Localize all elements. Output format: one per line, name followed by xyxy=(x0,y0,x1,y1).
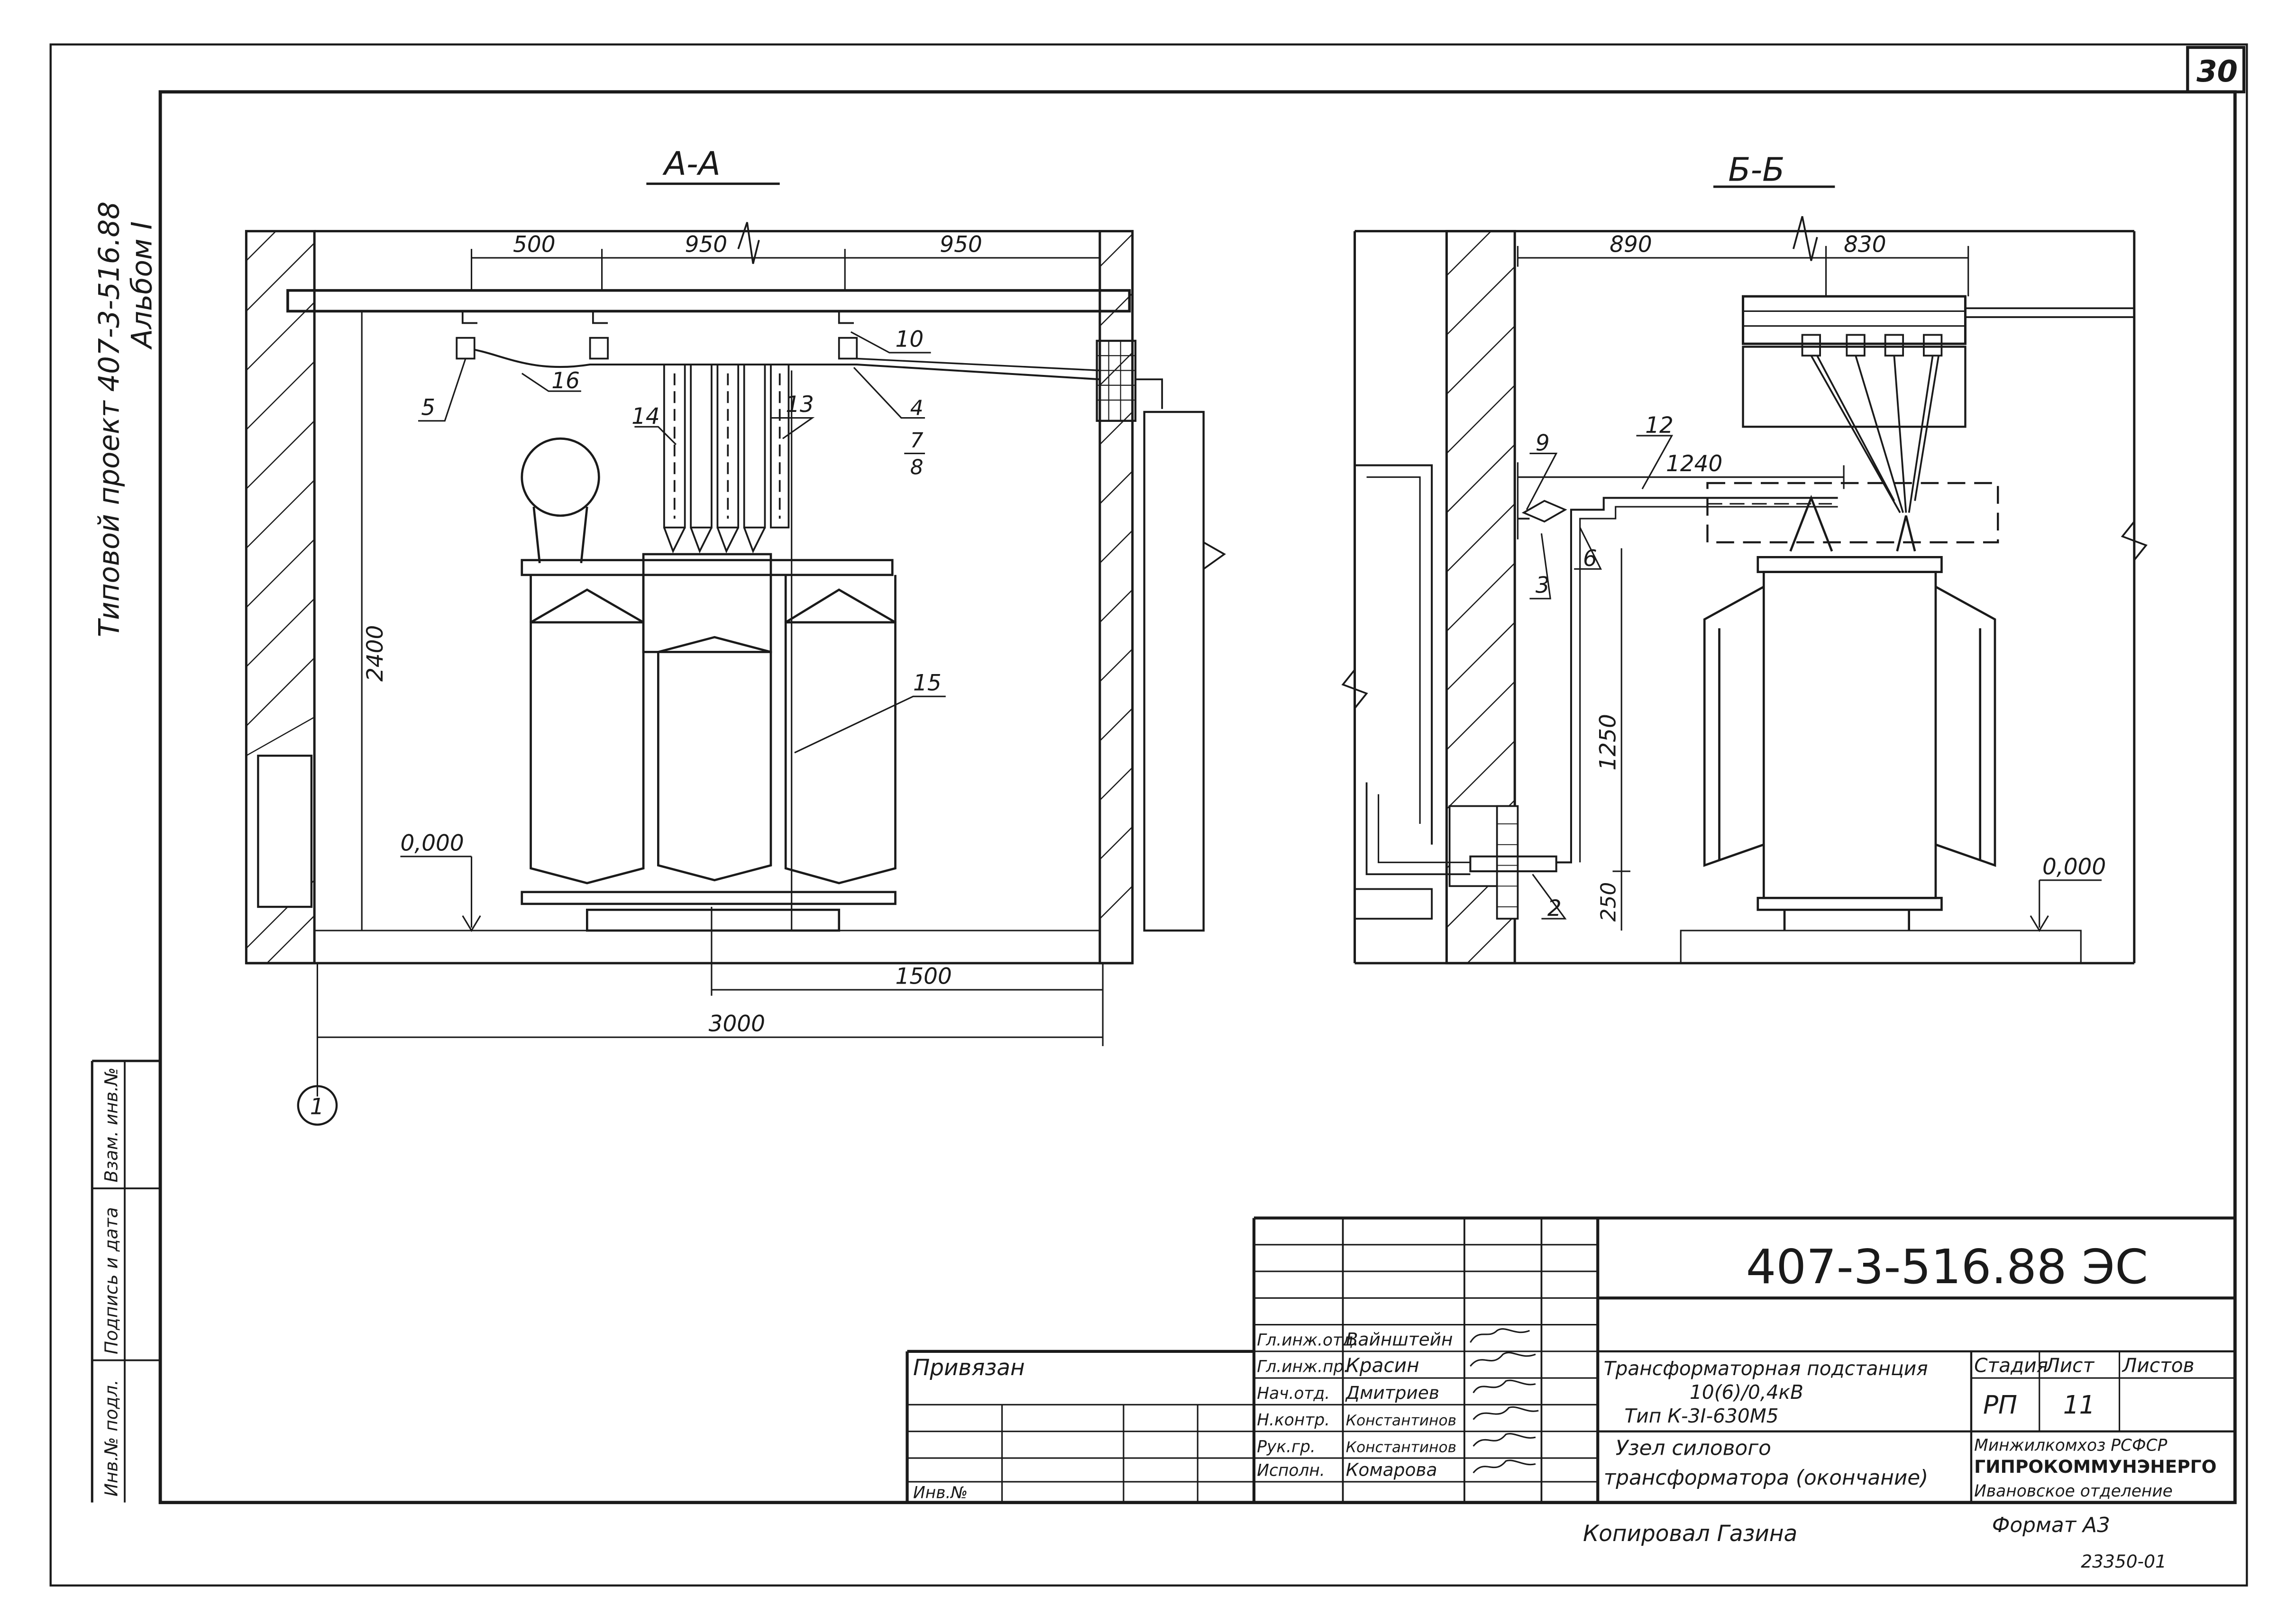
archive-number: 23350-01 xyxy=(2081,1551,2167,1572)
stage-header: Стадия xyxy=(1974,1354,2048,1377)
desc-line-5: трансформатора (окончание) xyxy=(1604,1466,1929,1490)
sheet-number: 30 xyxy=(2196,54,2238,89)
org-line-1: Минжилкомхоз РСФСР xyxy=(1974,1436,2167,1455)
name-6: Комарова xyxy=(1346,1459,1437,1480)
level-bb: 0,000 xyxy=(2042,854,2106,880)
section-aa: А-А 500 950 xyxy=(245,145,1226,1126)
sheet-header: Лист xyxy=(2044,1354,2095,1377)
name-1: Вайнштейн xyxy=(1346,1329,1453,1350)
callout-5: 5 xyxy=(421,394,435,420)
callout-13: 13 xyxy=(786,392,814,418)
drawing-code: 407-3-516.88 ЭС xyxy=(1746,1239,2148,1295)
role-2: Гл.инж.пр. xyxy=(1257,1358,1349,1377)
role-6: Исполн. xyxy=(1257,1461,1325,1480)
sheet-frame xyxy=(49,43,2248,1587)
desc-line-1: Трансформаторная подстанция xyxy=(1604,1357,1928,1380)
section-aa-title: А-А xyxy=(662,145,721,183)
dim-aa-2400: 2400 xyxy=(362,625,388,682)
dim-aa-950-2: 950 xyxy=(940,231,982,257)
callout-2: 2 xyxy=(1547,895,1562,921)
copied-by: Копировал Газина xyxy=(1583,1521,1797,1547)
callout-16: 16 xyxy=(551,368,580,394)
dim-aa-500: 500 xyxy=(513,231,555,257)
transformer-aa xyxy=(521,370,896,932)
level-aa: 0,000 xyxy=(400,830,464,856)
callout-9: 9 xyxy=(1536,430,1550,456)
side-title-line-1: Типовой проект 407-3-516.88 xyxy=(93,201,126,637)
name-2: Красин xyxy=(1346,1354,1419,1377)
dim-aa-3000: 3000 xyxy=(709,1011,765,1037)
callout-8: 8 xyxy=(910,455,924,479)
desc-line-2: 10(6)/0,4кВ xyxy=(1690,1381,1803,1404)
sheet-value: 11 xyxy=(2063,1390,2095,1420)
dim-bb-250: 250 xyxy=(1597,882,1621,922)
dim-aa-1500: 1500 xyxy=(896,964,952,990)
dim-bb-1250: 1250 xyxy=(1595,714,1621,770)
title-block: 407-3-516.88 ЭС Привязан Инв.№ Гл.инж.от… xyxy=(906,1216,2235,1503)
stamp-vzam: Взам. инв.№ xyxy=(101,1067,121,1183)
name-3: Дмитриев xyxy=(1345,1382,1439,1403)
desc-line-4: Узел силового xyxy=(1616,1436,1771,1460)
side-title-line-2: Альбом I xyxy=(126,221,158,350)
callout-3: 3 xyxy=(1536,572,1550,598)
callout-7: 7 xyxy=(910,429,924,453)
section-bb: Б-Б xyxy=(1341,151,2148,965)
desc-line-3: Тип К-3I-630М5 xyxy=(1624,1405,1778,1427)
org-line-3: Ивановское отделение xyxy=(1974,1482,2173,1501)
inv-no-label: Инв.№ xyxy=(913,1483,968,1502)
callout-6: 6 xyxy=(1583,546,1597,572)
role-3: Нач.отд. xyxy=(1257,1384,1330,1403)
callout-4: 4 xyxy=(910,396,924,420)
callout-10: 10 xyxy=(896,326,924,352)
callout-15: 15 xyxy=(913,670,942,696)
signatures xyxy=(1470,1328,1539,1474)
name-5: Константинов xyxy=(1346,1439,1456,1456)
dim-bb-830: 830 xyxy=(1844,231,1886,257)
stamp-podpis: Подпись и дата xyxy=(101,1207,121,1354)
org-line-2: ГИПРОКОММУНЭНЕРГО xyxy=(1974,1456,2216,1477)
side-title: Типовой проект 407-3-516.88 Альбом I xyxy=(93,201,159,637)
section-bb-title: Б-Б xyxy=(1728,151,1784,189)
callout-12: 12 xyxy=(1645,412,1674,438)
axis-label-1: 1 xyxy=(310,1094,324,1120)
stage-value: РП xyxy=(1983,1390,2017,1420)
privyazan-label: Привязан xyxy=(913,1355,1025,1381)
format-label: Формат А3 xyxy=(1992,1513,2110,1537)
role-5: Рук.гр. xyxy=(1257,1437,1316,1456)
left-stamp xyxy=(91,1059,161,1503)
dim-bb-890: 890 xyxy=(1610,231,1652,257)
role-1: Гл.инж.отд. xyxy=(1257,1331,1359,1350)
name-4: Константинов xyxy=(1346,1412,1456,1429)
sheets-header: Листов xyxy=(2122,1354,2195,1377)
transformer-bb xyxy=(1680,494,2082,964)
dim-aa-950-1: 950 xyxy=(685,231,727,257)
role-4: Н.контр. xyxy=(1257,1411,1330,1430)
callout-14: 14 xyxy=(631,403,660,429)
dim-bb-1240: 1240 xyxy=(1666,451,1722,477)
stamp-inv-podl: Инв.№ подл. xyxy=(101,1379,121,1496)
